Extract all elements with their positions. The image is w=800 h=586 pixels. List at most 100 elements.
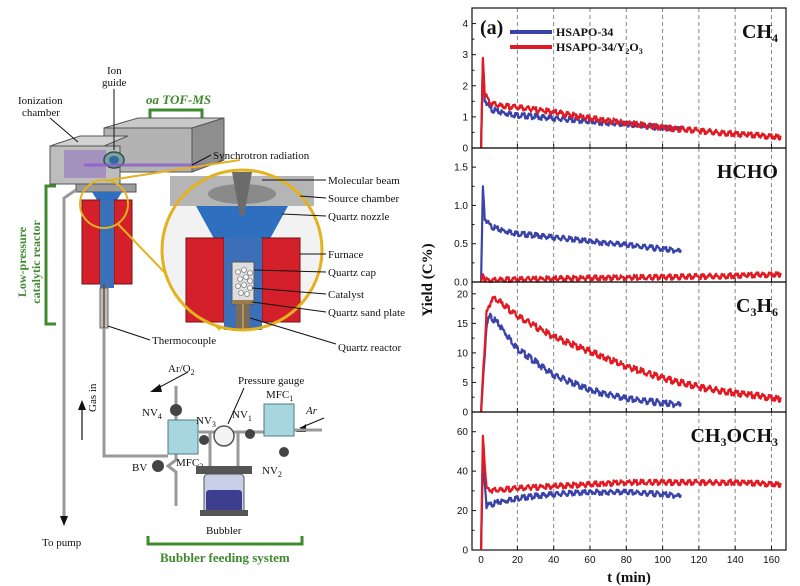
chart: Yield (C%) t (min) 0 1 2 3 4 CH4 0.0 0.5 1.0 1.5 H… — [420, 7, 787, 586]
quartz-cap-label: Quartz cap — [328, 267, 376, 279]
series-line — [480, 185, 682, 283]
panel-title: C3H6 — [736, 295, 778, 319]
series-line — [480, 295, 782, 413]
callout-line-top — [109, 159, 241, 181]
furnace-right-small — [113, 199, 133, 285]
nv3-label: NV3 — [196, 415, 216, 429]
y-tick-label: 0.0 — [454, 278, 468, 289]
gas-in-label: Gas in — [87, 383, 99, 412]
quartz-sand-plate-label: Quartz sand plate — [328, 307, 405, 319]
detail-furnace-left — [185, 237, 225, 323]
y-tick-label: 4 — [462, 19, 468, 30]
y-tick-label: 10 — [457, 348, 469, 359]
ar-o2-arrow — [150, 384, 162, 392]
synchrotron-label: Synchrotron radiation — [213, 150, 310, 162]
catalyst-label: Catalyst — [328, 289, 364, 301]
y-tick-label: 1 — [462, 112, 468, 123]
legend-text-hsapo-y2o3: HSAPO-34/Y2O3 — [556, 40, 643, 56]
reactor-group-label-2: catalytic reactor — [29, 220, 43, 304]
gas-in-line — [102, 328, 168, 458]
y-tick-label: 15 — [457, 319, 469, 330]
y-tick-label: 0.5 — [454, 239, 468, 250]
callout-small-circle — [79, 179, 129, 229]
bubbler-cap — [196, 466, 252, 474]
detail-quartz-nozzle — [196, 206, 288, 246]
detail-circle-ring — [160, 168, 324, 332]
molecular-beam-label: Molecular beam — [328, 175, 400, 187]
y-tick-label: 0 — [462, 546, 468, 557]
y-tick-label: 60 — [457, 427, 469, 438]
tofms-label: oa TOF-MS — [146, 92, 211, 107]
reactor-detail — [160, 168, 324, 332]
y-tick-label: 40 — [457, 467, 469, 478]
detail-molecular-beam — [232, 172, 252, 216]
ar-o2-arrow-line — [157, 371, 189, 389]
legend-text-hsapo: HSAPO-34 — [556, 25, 613, 39]
panel-title: CH4 — [742, 21, 778, 45]
to-pump-label: To pump — [42, 537, 82, 549]
x-tick-label: 0 — [478, 555, 484, 566]
pump-arrow — [60, 516, 68, 526]
quartz-nozzle-label: Quartz nozzle — [328, 211, 389, 223]
panel-label: (a) — [480, 17, 503, 39]
y-tick-label: 3 — [462, 50, 468, 61]
nv4-label: NV4 — [142, 407, 162, 421]
ar-label: Ar — [305, 405, 318, 417]
nv4-valve — [170, 404, 182, 416]
series-line — [480, 312, 682, 413]
bubbler-base — [200, 510, 248, 516]
x-axis-label: t (min) — [607, 570, 651, 586]
mfc1-box — [263, 403, 295, 437]
pressure-gauge — [213, 425, 235, 447]
y-axis-label: Yield (C%) — [420, 243, 436, 316]
x-tick-label: 20 — [512, 555, 524, 566]
x-tick-label: 100 — [654, 555, 671, 566]
chart-panel-ch4: 0 1 2 3 4 CH4 — [462, 7, 787, 155]
x-tick-label: 160 — [763, 555, 780, 566]
panel-title: CH3OCH3 — [690, 425, 778, 449]
pressure-gauge-leader — [227, 387, 245, 425]
ionization-leader — [49, 117, 79, 143]
series-line — [480, 59, 682, 149]
y-tick-label: 1.0 — [454, 201, 468, 212]
y-tick-label: 20 — [457, 506, 469, 517]
nv2-label: NV2 — [262, 465, 282, 479]
reactor-group-label-1: Low-pressure — [15, 226, 29, 297]
panel-frame — [471, 411, 787, 551]
ion-guide-label-1: Ion — [107, 65, 122, 77]
nv2-valve — [279, 447, 289, 457]
bv-valve — [152, 460, 164, 472]
pump-line — [62, 188, 77, 520]
x-tick-label: 120 — [691, 555, 708, 566]
bubbler-label: Bubbler — [206, 525, 242, 537]
bubbler-bracket — [146, 536, 304, 546]
series-line — [480, 454, 682, 551]
x-tick-label: 140 — [727, 555, 744, 566]
furnace-left-small — [81, 199, 101, 285]
quartz-tube-small — [100, 200, 114, 288]
bubbler-liquid — [206, 490, 242, 512]
mfc1-label: MFC1 — [266, 389, 293, 403]
y-tick-label: 0 — [462, 144, 468, 155]
gas-in-arrow — [78, 400, 86, 410]
detail-catalyst — [235, 267, 253, 297]
series-line — [480, 56, 782, 149]
nv1-valve — [245, 429, 255, 439]
ionization-chamber-label-2: chamber — [22, 107, 60, 119]
x-tick-label: 80 — [621, 555, 633, 566]
quartz-reactor-label: Quartz reactor — [338, 342, 402, 354]
y-tick-label: 2 — [462, 81, 468, 92]
ar-o2-label: Ar/O2 — [168, 363, 195, 377]
y-tick-label: 20 — [457, 289, 469, 300]
y-tick-label: 1.5 — [454, 163, 468, 174]
bubbler-system-label: Bubbler feeding system — [160, 550, 290, 565]
x-tick-label: 60 — [584, 555, 596, 566]
ion-guide-inner — [109, 156, 119, 164]
ion-guide-label-2: guide — [102, 77, 127, 89]
thermocouple-label: Thermocouple — [152, 335, 216, 347]
nv1-label: NV1 — [232, 409, 252, 423]
chart-panel-ch3och3: 0 20 40 60 CH3OCH3 — [457, 411, 787, 557]
